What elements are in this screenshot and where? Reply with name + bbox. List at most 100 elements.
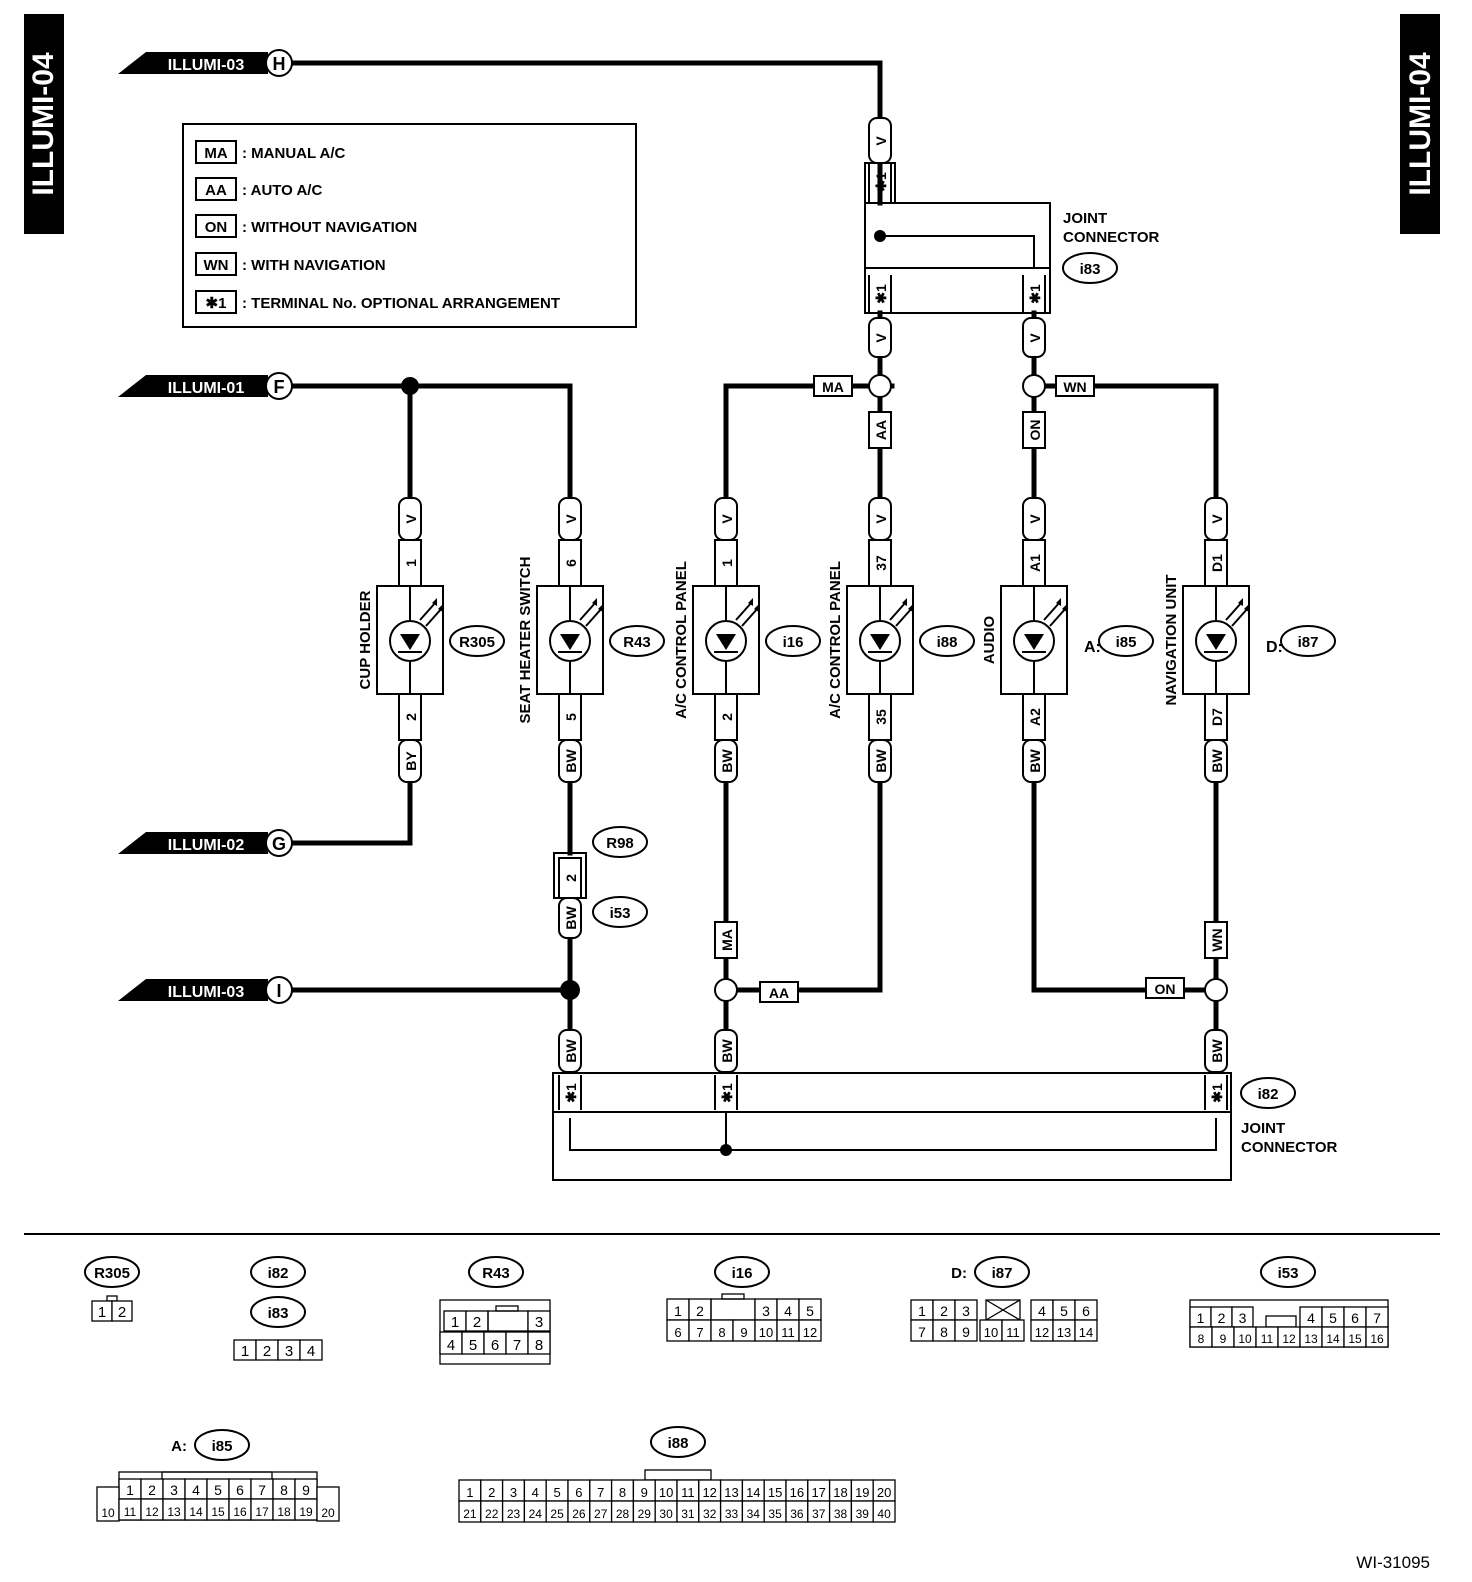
option-label-ma-vert: MA xyxy=(714,921,738,959)
joint-connector-i83: ✱1 ✱1 ✱1 JOINT CONNECTOR i83 xyxy=(864,162,1160,314)
svg-text:6: 6 xyxy=(236,1482,244,1498)
svg-text:11: 11 xyxy=(124,1505,137,1519)
svg-text:i82: i82 xyxy=(268,1265,289,1282)
svg-text:AA: AA xyxy=(769,985,789,1001)
svg-text:23: 23 xyxy=(507,1507,521,1521)
svg-text:15: 15 xyxy=(211,1505,225,1519)
svg-text:3: 3 xyxy=(762,1303,770,1319)
legend-text: : WITH NAVIGATION xyxy=(242,257,386,274)
pin-top: D1 xyxy=(1209,554,1225,572)
pin-bottom: D7 xyxy=(1209,708,1225,726)
svg-text:4: 4 xyxy=(532,1485,539,1500)
svg-text:18: 18 xyxy=(277,1505,291,1519)
svg-text:13: 13 xyxy=(167,1505,181,1519)
svg-text:39: 39 xyxy=(856,1507,870,1521)
pin-top: 1 xyxy=(403,559,419,567)
joint-top-line1: JOINT xyxy=(1063,210,1107,227)
svg-text:2: 2 xyxy=(473,1314,481,1331)
svg-text:V: V xyxy=(873,514,889,524)
connector-pins: 10 xyxy=(96,1486,120,1522)
option-label-wn-vert: WN xyxy=(1204,921,1228,959)
connector-label-i83: i83 xyxy=(250,1296,306,1328)
svg-text:V: V xyxy=(403,514,419,524)
svg-text:3: 3 xyxy=(535,1314,543,1331)
svg-text:37: 37 xyxy=(812,1507,826,1521)
svg-text:38: 38 xyxy=(834,1507,848,1521)
wire-color-labels: V V V V V V V V V BY BW BW BW BW BW BW B… xyxy=(398,117,1228,1073)
connector-label-i88: i88 xyxy=(650,1426,706,1458)
off-page-ref-g: ILLUMI-02 G xyxy=(118,829,293,857)
svg-text:10: 10 xyxy=(1238,1332,1252,1346)
off-page-ref-h: ILLUMI-03 H xyxy=(118,49,293,77)
svg-text:5: 5 xyxy=(806,1303,814,1319)
svg-text:36: 36 xyxy=(790,1507,804,1521)
svg-text:9: 9 xyxy=(962,1324,970,1340)
page-tab-left-label: ILLUMI-04 xyxy=(27,52,60,196)
svg-text:✱1: ✱1 xyxy=(1027,284,1043,304)
svg-text:19: 19 xyxy=(855,1485,869,1500)
component-name: A/C CONTROL PANEL xyxy=(827,561,844,719)
legend-text: : TERMINAL No. OPTIONAL ARRANGEMENT xyxy=(242,295,560,312)
svg-text:14: 14 xyxy=(1079,1325,1093,1340)
svg-text:MA: MA xyxy=(719,929,735,951)
svg-text:11: 11 xyxy=(681,1485,695,1500)
svg-text:G: G xyxy=(272,834,286,854)
svg-text:31: 31 xyxy=(681,1507,695,1521)
svg-text:7: 7 xyxy=(918,1324,926,1340)
option-label-ma-top: MA xyxy=(813,375,853,397)
option-label-wn-top: WN xyxy=(1055,375,1095,397)
svg-text:4: 4 xyxy=(784,1303,792,1319)
legend-item-wn: WN : WITH NAVIGATION xyxy=(195,252,386,276)
svg-text:12: 12 xyxy=(803,1325,817,1340)
svg-text:16: 16 xyxy=(1370,1332,1384,1346)
svg-text:33: 33 xyxy=(725,1507,739,1521)
svg-text:2: 2 xyxy=(940,1303,948,1319)
svg-text:4: 4 xyxy=(192,1482,200,1498)
svg-text:10: 10 xyxy=(759,1325,773,1340)
svg-text:5: 5 xyxy=(1329,1310,1337,1326)
svg-text:A:: A: xyxy=(171,1438,187,1455)
legend-text: : WITHOUT NAVIGATION xyxy=(242,219,417,236)
legend-item-star: ✱1 : TERMINAL No. OPTIONAL ARRANGEMENT xyxy=(195,290,560,314)
svg-text:32: 32 xyxy=(703,1507,717,1521)
svg-text:40: 40 xyxy=(877,1507,891,1521)
svg-text:R305: R305 xyxy=(94,1265,130,1282)
svg-text:11: 11 xyxy=(1261,1332,1274,1346)
legend: MA : MANUAL A/C AA : AUTO A/C ON : WITHO… xyxy=(182,123,637,328)
svg-text:WN: WN xyxy=(1063,379,1086,395)
connector-id: R43 xyxy=(623,634,651,651)
wires xyxy=(290,60,1219,1033)
svg-text:8: 8 xyxy=(1198,1332,1205,1346)
svg-text:2: 2 xyxy=(118,1304,126,1321)
pin-top: 6 xyxy=(563,559,579,567)
svg-text:11: 11 xyxy=(1006,1325,1020,1340)
legend-code: MA xyxy=(204,145,227,162)
joint-bottom-line2: CONNECTOR xyxy=(1241,1139,1338,1156)
connector-id: i88 xyxy=(937,634,958,651)
svg-text:BW: BW xyxy=(563,906,579,930)
svg-text:29: 29 xyxy=(638,1507,652,1521)
pin-bottom: 5 xyxy=(563,713,579,721)
connector-label-i16: i16 xyxy=(714,1256,770,1288)
svg-text:3: 3 xyxy=(1239,1310,1247,1326)
r98-label: R98 xyxy=(606,835,634,852)
off-page-ref-i: ILLUMI-03 I xyxy=(118,976,293,1004)
svg-text:BW: BW xyxy=(873,749,889,773)
joint-top-line2: CONNECTOR xyxy=(1063,229,1160,246)
svg-text:✱1: ✱1 xyxy=(563,1083,579,1103)
svg-text:7: 7 xyxy=(597,1485,604,1500)
legend-code: ✱1 xyxy=(206,295,227,312)
